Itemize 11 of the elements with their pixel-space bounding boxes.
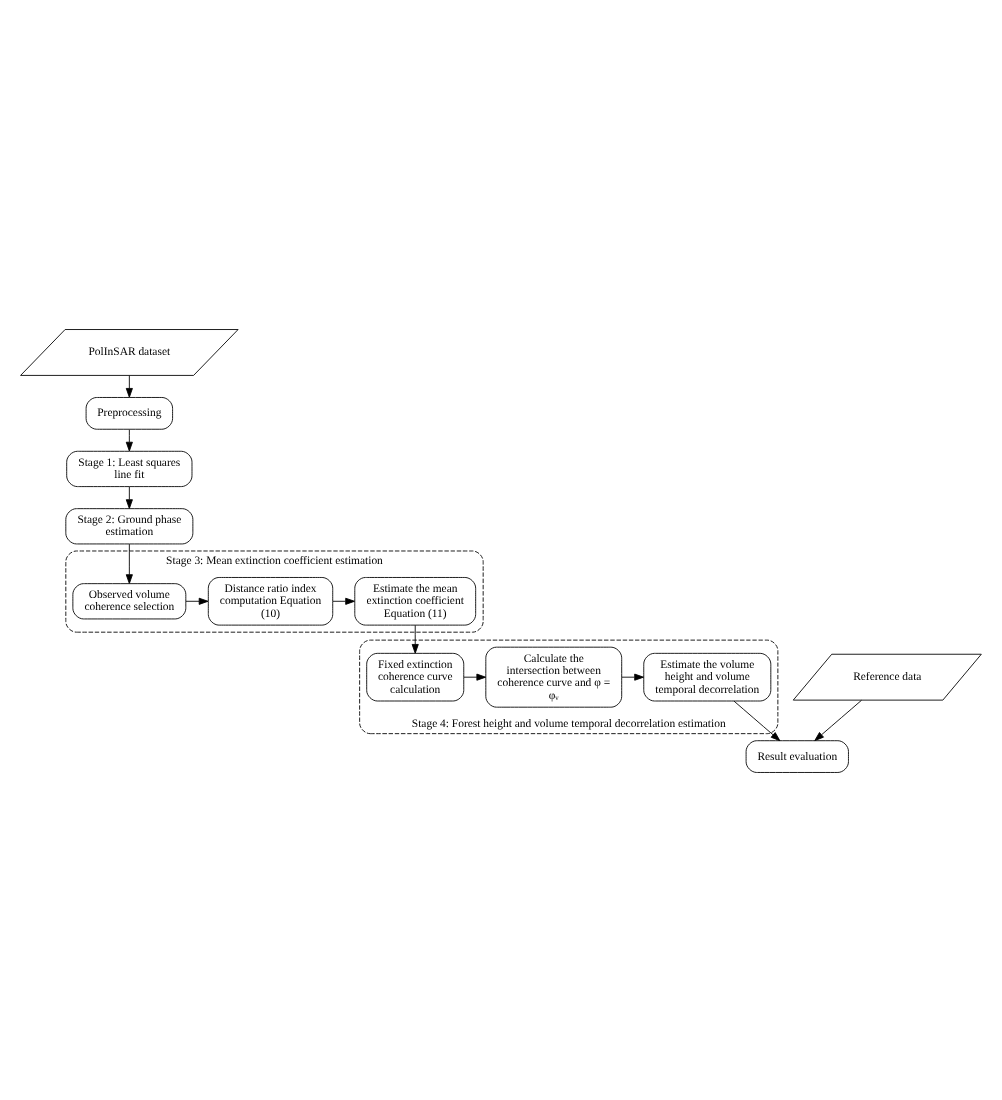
arrow (185, 596, 209, 604)
arrow (411, 623, 419, 653)
arrow (621, 672, 644, 680)
arrow (125, 485, 133, 508)
arrow (125, 428, 133, 451)
arrow (125, 374, 133, 397)
arrow (733, 699, 781, 741)
arrow (463, 672, 487, 680)
arrow (814, 698, 862, 741)
arrow (125, 542, 133, 583)
arrow (332, 596, 355, 604)
